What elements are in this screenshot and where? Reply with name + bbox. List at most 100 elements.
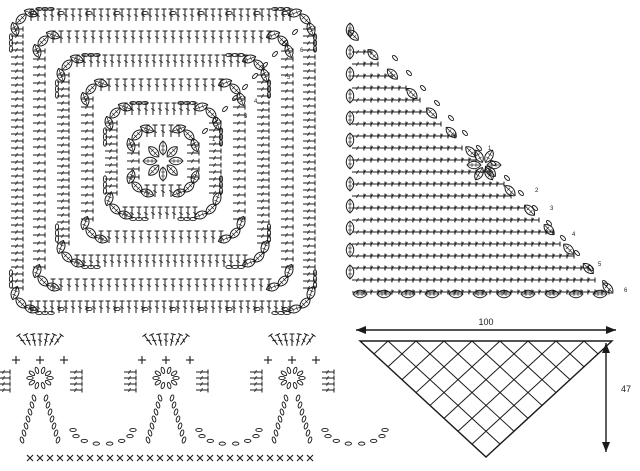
square-dc-stitch xyxy=(10,75,24,81)
border-leg-chain xyxy=(270,435,278,445)
square-dc-stitch xyxy=(147,300,153,314)
square-dc-stitch xyxy=(32,216,46,222)
square-dc-stitch xyxy=(171,206,177,220)
square-dc-stitch xyxy=(63,8,69,22)
square-dc-stitch xyxy=(302,26,316,32)
border-foundation-sc xyxy=(126,454,134,462)
square-dc-stitch xyxy=(210,230,216,244)
square-chain-stitch xyxy=(54,79,60,87)
border-ring-chain xyxy=(159,381,166,390)
shawl-grid-line xyxy=(429,340,501,406)
square-dc-stitch xyxy=(77,300,83,314)
square-dc-stitch xyxy=(256,72,270,78)
square-dc-stitch xyxy=(242,278,248,292)
triangle-start-chain xyxy=(489,159,497,167)
border-side-stitch xyxy=(0,375,11,381)
square-dc-stitch xyxy=(138,78,144,92)
square-dc-stitch xyxy=(210,300,216,314)
shawl-grid-line xyxy=(401,340,445,381)
border-foundation-sc xyxy=(76,454,84,462)
square-dc-stitch xyxy=(138,278,144,292)
square-dc-stitch xyxy=(106,278,112,292)
square-dc-stitch xyxy=(151,254,157,268)
square-dc-stitch xyxy=(232,200,246,206)
shawl-grid-line xyxy=(443,340,529,419)
border-fan-stitch xyxy=(293,333,303,347)
square-dc-stitch xyxy=(210,278,216,292)
border-side-stitch xyxy=(321,387,335,393)
square-dc-stitch xyxy=(66,278,72,292)
square-dc-stitch xyxy=(109,254,115,268)
border-foundation-sc xyxy=(166,454,174,462)
border-leg-chain xyxy=(148,421,156,431)
square-dc-stitch xyxy=(302,264,316,270)
triangle-start-chain xyxy=(447,114,455,122)
square-dc-stitch xyxy=(104,155,118,161)
square-dc-stitch xyxy=(280,216,294,222)
square-dc-stitch xyxy=(10,124,24,130)
border-leg-chain xyxy=(276,414,284,424)
square-dc-stitch xyxy=(280,200,294,206)
border-foundation-sc xyxy=(306,454,314,462)
shawl-grid-line xyxy=(415,340,515,432)
square-dc-stitch xyxy=(32,64,46,70)
square-dc-stitch xyxy=(10,68,24,74)
triangle-edge-leaf xyxy=(384,65,401,83)
square-dc-stitch xyxy=(186,142,200,148)
square-dc-stitch xyxy=(70,8,76,22)
border-plus-stitch xyxy=(263,355,273,365)
border-side-stitch xyxy=(69,375,83,381)
square-corner-leaf xyxy=(274,272,292,290)
square-dc-stitch xyxy=(250,278,256,292)
border-side-stitch xyxy=(321,381,335,387)
square-dc-stitch xyxy=(178,230,184,244)
square-dc-stitch xyxy=(10,229,24,235)
border-leg-chain xyxy=(26,407,34,417)
square-dc-stitch xyxy=(208,162,222,168)
square-round-5: 5 xyxy=(287,75,291,81)
shawl-grid-line xyxy=(583,340,599,355)
square-dc-stitch xyxy=(10,257,24,263)
triangle-dc-stitch xyxy=(582,277,596,283)
square-dc-stitch xyxy=(10,117,24,123)
border-ring-chain xyxy=(279,369,288,377)
border-ring-chain xyxy=(285,366,292,375)
square-dc-stitch xyxy=(98,300,104,314)
square-dc-stitch xyxy=(90,278,96,292)
square-dc-stitch xyxy=(98,78,104,92)
square-dc-stitch xyxy=(280,168,294,174)
border-ring-chain xyxy=(40,366,47,375)
border-side-stitch xyxy=(195,387,209,393)
square-dc-stitch xyxy=(122,230,128,244)
border-side-stitch xyxy=(0,387,11,393)
border-leg-chain xyxy=(180,435,188,445)
square-dc-stitch xyxy=(280,48,294,54)
triangle-dc-stitch xyxy=(414,109,428,115)
triangle-bottom-leaf xyxy=(544,289,560,299)
square-dc-stitch xyxy=(10,194,24,200)
border-side-stitch xyxy=(69,369,83,375)
square-dc-stitch xyxy=(179,54,185,68)
square-dc-stitch xyxy=(302,236,316,242)
triangle-bottom-leaf xyxy=(400,289,416,299)
border-leg-chain xyxy=(172,407,180,417)
square-dc-stitch xyxy=(256,177,270,183)
border-foundation-sc xyxy=(226,454,234,462)
square-dc-stitch xyxy=(106,30,112,44)
triangle-round-labels: 1 2 3 4 5 6 xyxy=(488,146,628,294)
square-dc-stitch xyxy=(232,128,246,134)
triangle-bottom-leaf xyxy=(592,289,608,299)
square-dc-stitch xyxy=(302,103,316,109)
border-side-stitch xyxy=(195,375,209,381)
square-dc-stitch xyxy=(175,300,181,314)
square-round-6: 6 xyxy=(300,48,304,54)
border-leg-chain xyxy=(296,400,304,410)
square-dc-stitch xyxy=(203,8,209,22)
triangle-start-chain xyxy=(545,219,553,227)
square-dc-stitch xyxy=(256,198,270,204)
square-dc-stitch xyxy=(10,264,24,270)
square-dc-stitch xyxy=(32,152,46,158)
square-dc-stitch xyxy=(56,205,70,211)
square-dc-stitch xyxy=(154,30,160,44)
